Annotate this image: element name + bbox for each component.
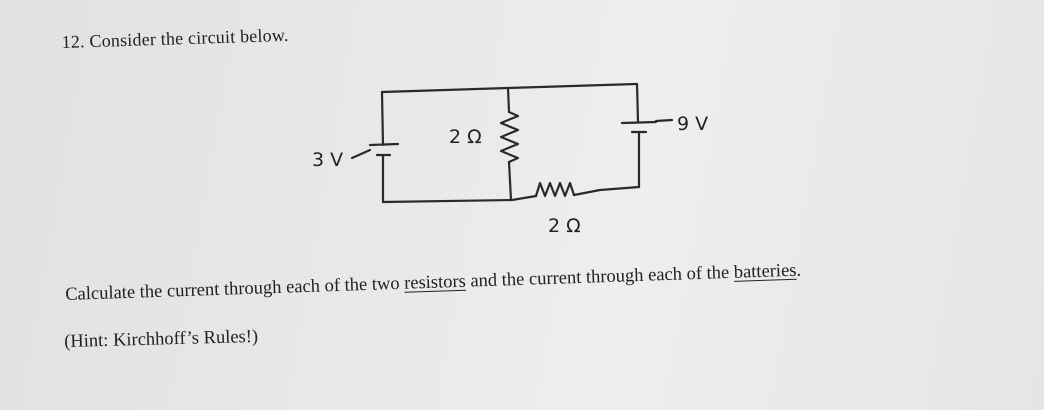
top-wire xyxy=(380,82,639,94)
right-wire-upper xyxy=(635,82,640,124)
middle-resistor-label: 2 Ω xyxy=(449,126,482,148)
resistors-underlined: resistors xyxy=(403,271,467,294)
left-battery-leader xyxy=(350,148,372,160)
question-part3: . xyxy=(796,260,802,281)
right-battery-long-plate xyxy=(620,120,658,125)
bottom-wire-right xyxy=(572,185,641,197)
batteries-underlined: batteries xyxy=(733,260,797,283)
middle-resistor-zigzag xyxy=(499,110,520,164)
left-battery-long-plate xyxy=(368,142,400,147)
left-wire-upper xyxy=(380,90,385,147)
middle-wire-upper xyxy=(506,86,511,114)
left-battery-label: 3 V xyxy=(312,149,343,171)
right-battery-label: 9 V xyxy=(677,113,708,135)
bottom-resistor-label: 2 Ω xyxy=(548,215,581,237)
bottom-wire xyxy=(381,194,538,204)
right-battery-leader xyxy=(654,118,674,123)
bottom-resistor-zigzag xyxy=(534,181,576,198)
middle-wire-lower xyxy=(507,160,513,202)
